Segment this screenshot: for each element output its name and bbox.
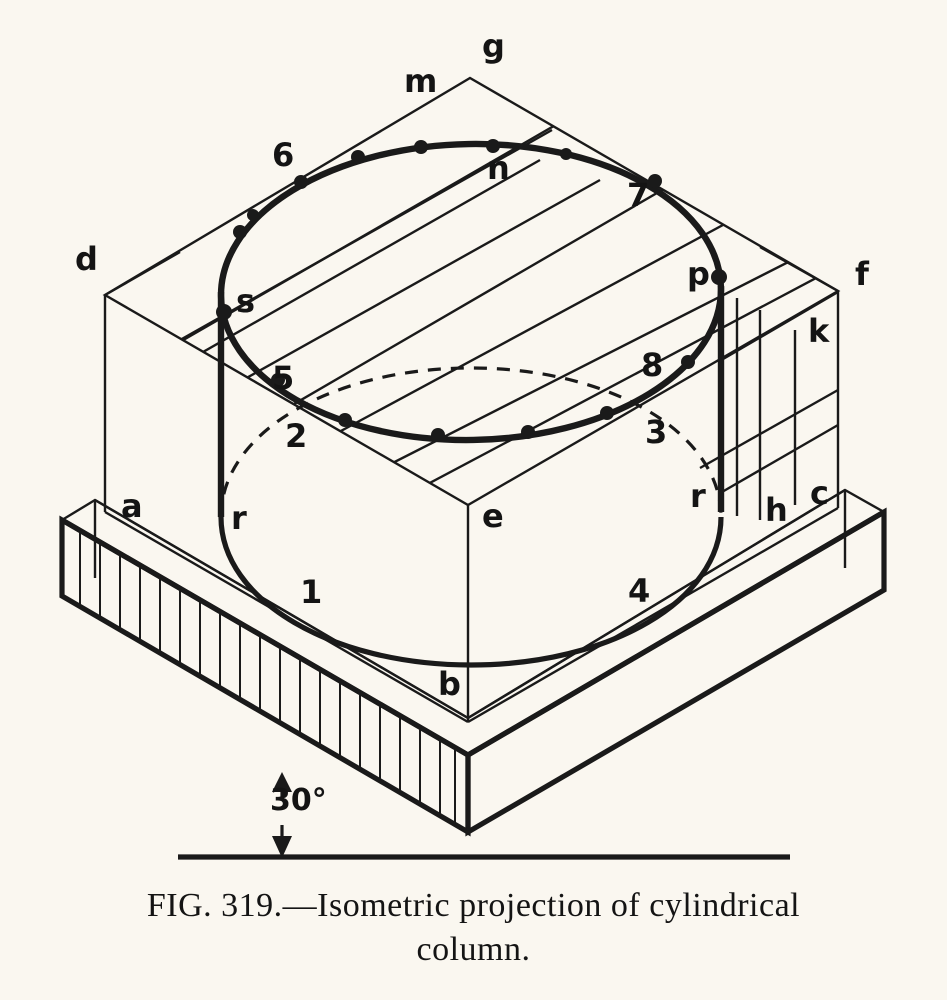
label-3: 3 <box>645 413 668 451</box>
label-f: f <box>855 255 869 293</box>
top-face-hatch-lines <box>105 78 838 505</box>
label-1: 1 <box>300 573 323 611</box>
label-e: e <box>482 497 504 535</box>
label-6: 6 <box>272 136 295 174</box>
figure-number: FIG. 319. <box>146 887 283 924</box>
caption-line-1: Isometric projection of cylindrical <box>317 887 801 924</box>
label-p: p <box>687 255 710 293</box>
label-c: c <box>810 474 829 512</box>
angle-dimension-arrows <box>272 772 292 858</box>
label-7: 7 <box>627 176 650 214</box>
label-a: a <box>121 487 143 525</box>
base-slab-front-left-face <box>59 515 471 837</box>
ellipse-construction-points <box>216 139 727 442</box>
label-n: n <box>487 149 510 187</box>
label-r-left: r <box>231 499 247 537</box>
angle-label: 30° <box>270 783 327 818</box>
box-right-band-lines <box>735 298 797 520</box>
caption-dash: — <box>282 887 318 924</box>
label-4: 4 <box>628 572 651 610</box>
label-m: m <box>404 62 438 100</box>
top-face-hatch-extension <box>104 245 839 297</box>
base-slab-front-right-face <box>465 507 887 837</box>
cylinder-bottom-ellipse-hidden <box>219 366 723 518</box>
label-5: 5 <box>272 359 295 397</box>
label-k: k <box>808 312 830 350</box>
box-vertical-edges <box>103 291 840 722</box>
box-lower-edges <box>104 506 839 724</box>
caption-line-2: column. <box>416 930 531 968</box>
box-right-band-cross <box>699 290 839 494</box>
cylinder-bottom-ellipse-visible <box>218 516 724 668</box>
label-r-right: r <box>690 477 706 515</box>
label-s: s <box>236 282 256 320</box>
label-d: d <box>75 240 98 278</box>
label-2: 2 <box>285 417 308 455</box>
label-h: h <box>765 491 788 529</box>
label-g: g <box>482 27 505 65</box>
label-8: 8 <box>641 346 664 384</box>
label-b: b <box>438 665 461 703</box>
base-slab-back-edges <box>94 488 846 720</box>
figure-caption: FIG. 319.—Isometric projection of cylind… <box>0 884 947 971</box>
